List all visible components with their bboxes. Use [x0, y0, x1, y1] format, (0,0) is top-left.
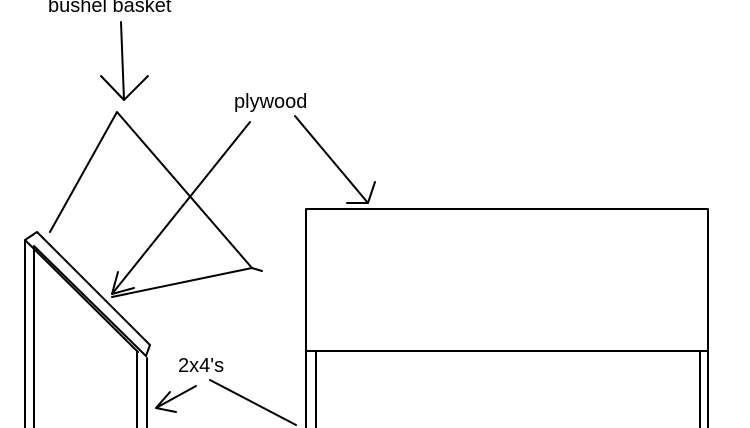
- two-by-fours-label: 2x4's: [178, 355, 225, 377]
- right-post-2x4: [136, 351, 148, 428]
- left-post-2x4: [24, 239, 35, 428]
- plywood-arrow-right: [294, 115, 376, 204]
- bushel-basket-arrow: [100, 21, 149, 101]
- left-slanted-plywood: [24, 231, 151, 357]
- two-by-four-arrow-right: [209, 379, 297, 426]
- table-top-plywood: [305, 208, 709, 352]
- plywood-label: plywood: [234, 91, 308, 113]
- bushel-basket-outline: [49, 111, 263, 298]
- table-legs-2x4: [305, 350, 709, 428]
- bushel-basket-label: bushel basket: [48, 0, 172, 17]
- two-by-four-arrow-left: [155, 385, 197, 413]
- plywood-arrow-left: [111, 121, 251, 295]
